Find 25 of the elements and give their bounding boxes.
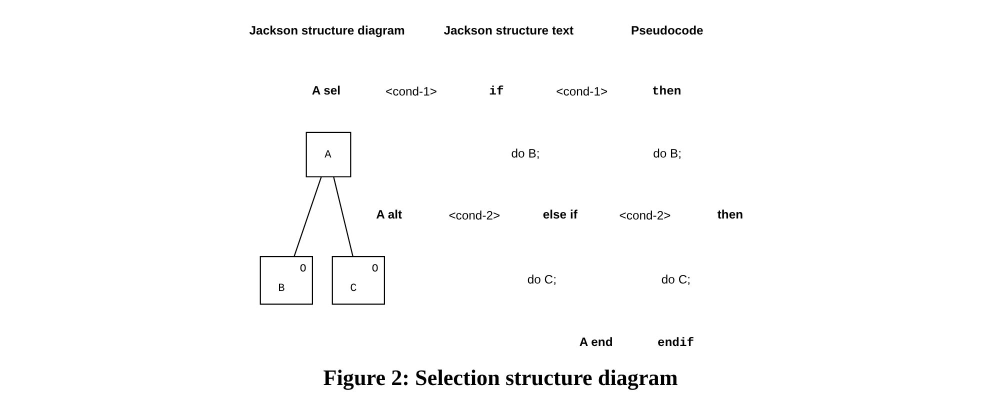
label: <cond-1> — [385, 84, 436, 99]
node-box: A — [305, 132, 351, 178]
label: A sel — [311, 84, 340, 98]
caption: Figure 2: Selection structure diagram — [322, 365, 678, 390]
label: <cond-2> — [618, 208, 670, 223]
label: else if — [542, 208, 577, 222]
label: do B; — [652, 146, 682, 161]
connector — [293, 176, 322, 256]
label: do B; — [510, 146, 540, 161]
label: then — [716, 208, 743, 222]
node-box: O B — [259, 256, 312, 305]
label: do C; — [526, 272, 556, 286]
label: if — [488, 84, 504, 99]
label: A end — [578, 335, 612, 350]
label: <cond-1> — [556, 84, 608, 99]
node-box: O C — [331, 256, 384, 305]
label: <cond-2> — [448, 208, 500, 223]
label: endif — [657, 336, 694, 350]
label: do C; — [660, 272, 690, 286]
label: Jackson structure diagram — [248, 24, 404, 38]
label: Jackson structure text — [443, 24, 574, 38]
label: A alt — [376, 208, 402, 222]
connector — [332, 176, 353, 256]
label: then — [652, 84, 681, 99]
label: Pseudocode — [630, 24, 703, 38]
